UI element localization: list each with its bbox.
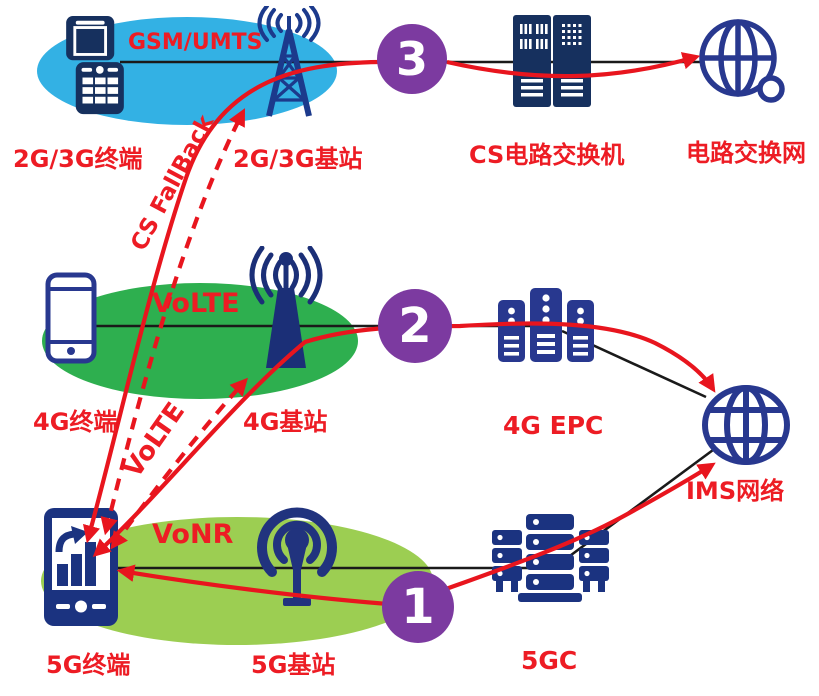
cell-tower-2g3g-icon (240, 6, 338, 118)
coverage-label-volte: VoLTE (152, 288, 240, 319)
ims-globe-icon (701, 384, 791, 466)
gnb-5g-icon (256, 484, 338, 612)
smartphone-4g-icon (45, 272, 97, 364)
circuit-network-globe-icon (698, 16, 790, 108)
label-4g-terminal: 4G终端 (33, 408, 118, 436)
step-badge-2: 2 (378, 289, 452, 363)
step-3-number: 3 (395, 32, 428, 86)
label-4g-base-station: 4G基站 (243, 408, 328, 436)
label-circuit-network: 电路交换网 (686, 139, 806, 167)
label-cs-switch: CS电路交换机 (469, 141, 625, 169)
coverage-label-vonr: VoNR (152, 519, 234, 550)
label-5g-base-station: 5G基站 (251, 651, 336, 679)
label-4g-epc: 4G EPC (503, 411, 604, 440)
flow-label-volte: VoLTE (118, 397, 192, 484)
smartphone-5g-icon (44, 508, 118, 626)
label-2g3g-base-station: 2G/3G基站 (233, 145, 363, 173)
epc-servers-icon (498, 288, 595, 362)
label-2g3g-terminal: 2G/3G终端 (13, 145, 143, 173)
label-ims-network: IMS网络 (686, 477, 785, 505)
circuit-switch-icon (513, 15, 591, 107)
feature-phone-icon (64, 16, 126, 116)
step-1-number: 1 (401, 579, 435, 635)
step-2-number: 2 (398, 298, 432, 354)
label-5gc: 5GC (521, 646, 578, 675)
coverage-label-gsm-umts: GSM/UMTS (128, 30, 263, 55)
flow-label-cs-fallback: CS FallBack (126, 110, 220, 256)
step-badge-1: 1 (382, 571, 454, 643)
core-5gc-servers-icon (492, 514, 609, 606)
antenna-4g-icon (240, 246, 332, 370)
step-badge-3: 3 (377, 24, 447, 94)
label-5g-terminal: 5G终端 (46, 651, 131, 679)
